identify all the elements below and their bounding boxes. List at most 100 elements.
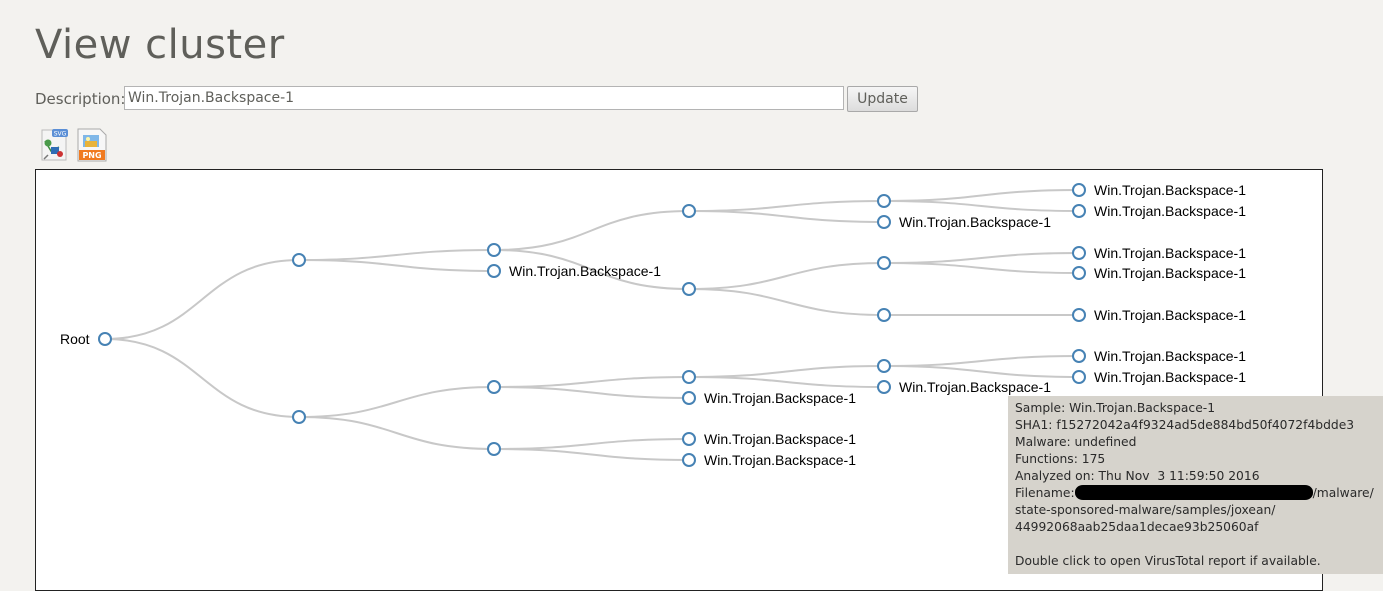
tree-branch-node[interactable] (877, 308, 891, 322)
tree-leaf-node[interactable] (1072, 370, 1086, 384)
tree-link (688, 262, 885, 290)
tree-branch-node[interactable] (487, 380, 501, 394)
tree-branch-node[interactable] (682, 370, 696, 384)
tree-leaf-node[interactable] (487, 264, 501, 278)
cluster-tree-svg (98, 183, 1086, 467)
tooltip-filename-tail: /malware/ (1312, 486, 1374, 500)
tree-leaf-node[interactable] (877, 215, 891, 229)
tree-link (298, 386, 495, 418)
tree-leaf-node[interactable] (682, 391, 696, 405)
tree-link (298, 259, 495, 272)
node-circle[interactable] (682, 453, 696, 467)
node-circle[interactable] (487, 264, 501, 278)
tree-link (688, 376, 885, 388)
leaf-label: Win.Trojan.Backspace-1 (704, 452, 856, 468)
tree-link (883, 355, 1080, 367)
node-circle[interactable] (98, 332, 112, 346)
tree-leaf-node[interactable] (682, 453, 696, 467)
update-button[interactable]: Update (847, 86, 918, 112)
node-circle[interactable] (1072, 308, 1086, 322)
tree-link (883, 252, 1080, 264)
tree-link (883, 189, 1080, 202)
tree-root-node[interactable] (98, 332, 112, 346)
node-circle[interactable] (877, 308, 891, 322)
leaf-label: Win.Trojan.Backspace-1 (704, 390, 856, 406)
tree-link (883, 200, 1080, 212)
tree-branch-node[interactable] (682, 282, 696, 296)
tree-branch-node[interactable] (877, 256, 891, 270)
tree-links (104, 189, 1080, 461)
tree-leaf-node[interactable] (1072, 308, 1086, 322)
leaf-label: Win.Trojan.Backspace-1 (1094, 307, 1246, 323)
tree-link (493, 448, 690, 461)
leaf-label: Win.Trojan.Backspace-1 (899, 214, 1051, 230)
leaf-label: Win.Trojan.Backspace-1 (899, 379, 1051, 395)
tooltip-analyzed: Analyzed on: Thu Nov 3 11:59:50 2016 (1015, 468, 1376, 485)
node-circle[interactable] (877, 194, 891, 208)
tooltip-analyzed-text: Analyzed on: Thu Nov 3 11:59:50 2016 (1015, 469, 1260, 483)
leaf-label: Win.Trojan.Backspace-1 (1094, 182, 1246, 198)
node-circle[interactable] (1072, 370, 1086, 384)
tree-link (104, 338, 300, 418)
node-circle[interactable] (292, 410, 306, 424)
node-circle[interactable] (877, 215, 891, 229)
tree-branch-node[interactable] (682, 204, 696, 218)
tree-link (493, 249, 690, 290)
tree-branch-node[interactable] (877, 194, 891, 208)
node-circle[interactable] (682, 432, 696, 446)
tree-leaf-node[interactable] (1072, 349, 1086, 363)
redaction-mark (1074, 485, 1313, 500)
node-circle[interactable] (1072, 183, 1086, 197)
node-circle[interactable] (1072, 246, 1086, 260)
node-circle[interactable] (682, 391, 696, 405)
png-badge-text: PNG (82, 151, 101, 160)
node-circle[interactable] (1072, 204, 1086, 218)
node-circle[interactable] (682, 370, 696, 384)
tree-branch-node[interactable] (487, 243, 501, 257)
leaf-label: Win.Trojan.Backspace-1 (1094, 369, 1246, 385)
tooltip-sha1: SHA1: f15272042a4f9324ad5de884bd50f4072f… (1015, 418, 1355, 432)
tree-leaf-node[interactable] (877, 380, 891, 394)
node-circle[interactable] (292, 253, 306, 267)
tree-leaf-node[interactable] (1072, 204, 1086, 218)
tree-link (493, 438, 690, 450)
tooltip-functions: Functions: 175 (1015, 452, 1106, 466)
description-input[interactable] (124, 86, 844, 110)
node-circle[interactable] (1072, 266, 1086, 280)
leaf-label: Win.Trojan.Backspace-1 (1094, 348, 1246, 364)
node-circle[interactable] (877, 380, 891, 394)
tree-leaf-node[interactable] (1072, 246, 1086, 260)
tree-leaf-node[interactable] (682, 432, 696, 446)
tree-branch-node[interactable] (487, 442, 501, 456)
node-circle[interactable] (487, 380, 501, 394)
png-export-icon[interactable]: PNG (76, 127, 108, 163)
tree-link (688, 365, 885, 378)
tree-link (688, 210, 885, 223)
tree-nodes (98, 183, 1086, 467)
node-circle[interactable] (877, 359, 891, 373)
tree-leaf-node[interactable] (1072, 183, 1086, 197)
node-circle[interactable] (1072, 349, 1086, 363)
leaf-label: Win.Trojan.Backspace-1 (1094, 265, 1246, 281)
tree-branch-node[interactable] (292, 253, 306, 267)
tree-link (104, 259, 300, 340)
leaf-label: Win.Trojan.Backspace-1 (704, 431, 856, 447)
node-circle[interactable] (487, 243, 501, 257)
page-title: View cluster (35, 22, 285, 68)
svg-export-icon[interactable]: SVG (38, 127, 70, 163)
leaf-label: Win.Trojan.Backspace-1 (1094, 245, 1246, 261)
tooltip-filename: Filename: /malware/ (1015, 485, 1376, 502)
node-circle[interactable] (877, 256, 891, 270)
node-circle[interactable] (682, 282, 696, 296)
tree-branch-node[interactable] (877, 359, 891, 373)
tooltip-filename-label: Filename: (1015, 486, 1075, 500)
root-label: Root (60, 331, 90, 347)
node-circle[interactable] (487, 442, 501, 456)
svg-badge-text: SVG (54, 131, 67, 138)
tree-branch-node[interactable] (292, 410, 306, 424)
tree-leaf-node[interactable] (1072, 266, 1086, 280)
tree-link (493, 386, 690, 399)
node-circle[interactable] (682, 204, 696, 218)
description-label: Description: (35, 90, 126, 108)
